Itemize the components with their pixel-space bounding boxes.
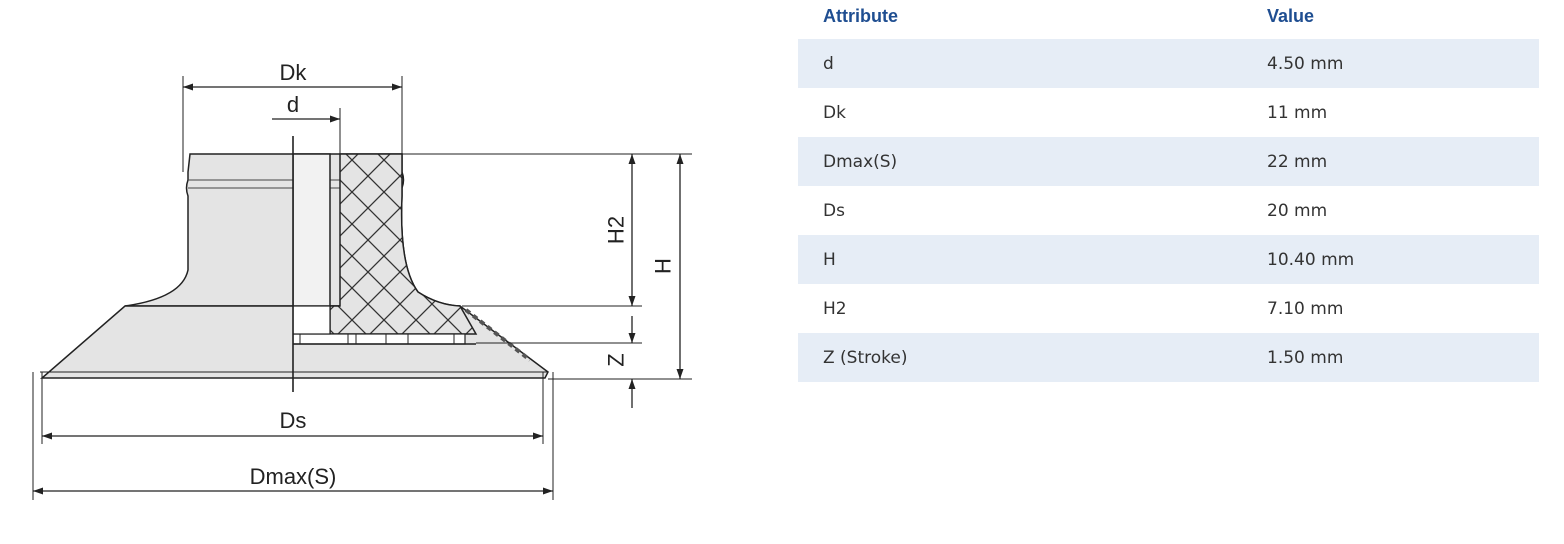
bore-lower bbox=[293, 305, 331, 335]
label-d: d bbox=[287, 92, 299, 117]
table-row: H 10.40 mm bbox=[798, 235, 1539, 284]
table-row: Dk 11 mm bbox=[798, 88, 1539, 137]
header-attribute: Attribute bbox=[823, 5, 898, 26]
section-view bbox=[293, 153, 532, 362]
row-value: 4.50 mm bbox=[1267, 53, 1344, 74]
table-header: Attribute Value bbox=[798, 0, 1539, 32]
suction-cup-drawing: Dk d H2 H Z Ds Dmax(S) bbox=[32, 60, 692, 500]
row-value: 20 mm bbox=[1267, 200, 1328, 221]
row-attribute: Z (Stroke) bbox=[823, 347, 908, 368]
lip-section-dashes bbox=[464, 308, 532, 362]
table-row: Dmax(S) 22 mm bbox=[798, 137, 1539, 186]
table-row: Ds 20 mm bbox=[798, 186, 1539, 235]
header-spacer bbox=[798, 32, 1539, 39]
label-Ds: Ds bbox=[280, 408, 307, 433]
row-attribute: Ds bbox=[823, 200, 845, 221]
header-value: Value bbox=[1267, 5, 1315, 26]
table-row: Z (Stroke) 1.50 mm bbox=[798, 333, 1539, 382]
label-Z: Z bbox=[604, 353, 629, 366]
label-Dmax: Dmax(S) bbox=[250, 464, 337, 489]
label-H2: H2 bbox=[604, 216, 629, 244]
label-Dk: Dk bbox=[280, 60, 308, 85]
row-attribute: Dk bbox=[823, 102, 846, 123]
row-value: 11 mm bbox=[1267, 102, 1328, 123]
specification-table: Attribute Value d 4.50 mm Dk 11 mm Dmax(… bbox=[798, 0, 1539, 382]
dimension-lines bbox=[33, 83, 684, 495]
table-row: H2 7.10 mm bbox=[798, 284, 1539, 333]
row-value: 7.10 mm bbox=[1267, 298, 1344, 319]
row-attribute: H bbox=[823, 249, 836, 270]
row-value: 1.50 mm bbox=[1267, 347, 1344, 368]
cavity-strip bbox=[293, 333, 466, 345]
technical-drawing-svg: Dk d H2 H Z Ds Dmax(S) bbox=[32, 60, 692, 500]
table-row: d 4.50 mm bbox=[798, 39, 1539, 88]
row-attribute: H2 bbox=[823, 298, 847, 319]
row-attribute: d bbox=[823, 53, 834, 74]
inner-bore bbox=[293, 153, 331, 307]
row-attribute: Dmax(S) bbox=[823, 151, 898, 172]
extension-lines bbox=[32, 76, 692, 500]
section-hatch bbox=[329, 153, 478, 335]
row-value: 10.40 mm bbox=[1267, 249, 1355, 270]
row-value: 22 mm bbox=[1267, 151, 1328, 172]
label-H: H bbox=[651, 258, 676, 274]
